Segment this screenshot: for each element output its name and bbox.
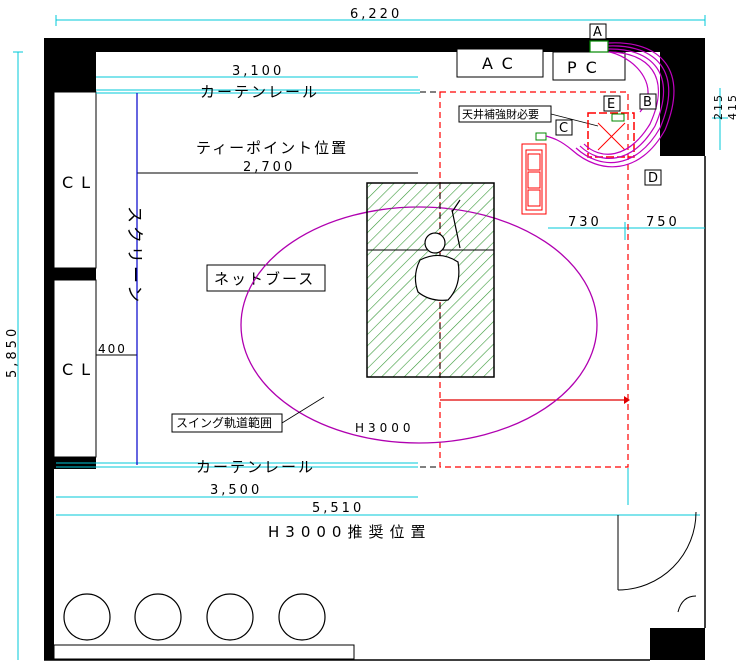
dim-total-width: 6,220	[350, 7, 402, 22]
dim-offset-750: 750	[646, 215, 680, 230]
svg-text:A: A	[593, 25, 602, 40]
h3000-recommended-label: H3000推奨位置	[268, 523, 431, 541]
ac-unit	[456, 48, 544, 78]
dim-h3000-width: 5,510	[312, 501, 364, 516]
ceiling-reinforcement-label: 天井補強財必要	[462, 107, 539, 121]
pc-label: PC	[567, 58, 606, 77]
seat-circle	[278, 593, 326, 641]
sensor-connector	[535, 132, 547, 141]
svg-text:D: D	[648, 171, 658, 186]
closet-lower	[53, 279, 97, 458]
dim-curtain-top: 3,100	[232, 64, 284, 79]
projector-unit	[587, 112, 635, 158]
wall-right-upper	[660, 38, 705, 156]
ac-label: AC	[482, 54, 522, 73]
marker-a: A	[589, 23, 607, 40]
sensor-unit	[521, 143, 547, 215]
dim-small-415: 415	[726, 93, 739, 120]
dimension-lines	[13, 15, 728, 660]
cl-lower-label: CL	[62, 360, 98, 379]
marker-d: D	[644, 169, 662, 186]
marker-b: B	[639, 93, 657, 110]
seat-circle	[134, 593, 182, 641]
swing-range-leader	[281, 396, 325, 424]
dim-cl-depth: 400	[98, 342, 127, 356]
net-booth-label: ネットブース	[214, 270, 315, 288]
swing-range-label: スイング軌道範囲	[176, 415, 272, 430]
black-dimension-lines	[96, 172, 418, 356]
golfer-figure	[414, 199, 461, 301]
marker-e: E	[603, 95, 621, 112]
curtain-rail-bottom-label: カーテンレール	[196, 458, 315, 476]
net-booth-label-box	[206, 264, 326, 292]
wall-right-lower	[650, 628, 705, 660]
svg-text:E: E	[607, 97, 615, 112]
h3000-label: H3000	[355, 421, 415, 435]
ceiling-zone	[439, 91, 629, 468]
pc-unit	[552, 51, 626, 81]
connector-a	[589, 40, 609, 53]
tee-point-label: ティーポイント位置	[196, 139, 348, 157]
wall-left	[44, 38, 54, 660]
svg-text:B: B	[643, 95, 652, 110]
door	[617, 511, 697, 613]
dim-total-height: 5,850	[5, 326, 20, 378]
dim-curtain-bottom: 3,500	[210, 483, 262, 498]
marker-c: C	[555, 119, 573, 136]
ceiling-reinforcement-leader	[550, 113, 599, 127]
curtain-rail-top-label: カーテンレール	[200, 83, 319, 101]
seating-circles	[63, 593, 326, 641]
screen-label: スクリーン	[124, 206, 144, 305]
counter	[53, 644, 355, 660]
swing-arrow-head	[624, 396, 630, 404]
dim-tee-point: 2,700	[243, 160, 295, 175]
svg-text:C: C	[559, 121, 568, 136]
seat-circle	[206, 593, 254, 641]
dim-offset-730: 730	[568, 215, 602, 230]
walls	[44, 38, 706, 661]
closet-upper	[53, 91, 97, 269]
cables	[545, 42, 675, 168]
seat-circle	[63, 593, 111, 641]
cl-upper-label: CL	[62, 173, 98, 192]
cl-divider	[54, 268, 96, 280]
dim-small-215: 215	[712, 93, 725, 120]
